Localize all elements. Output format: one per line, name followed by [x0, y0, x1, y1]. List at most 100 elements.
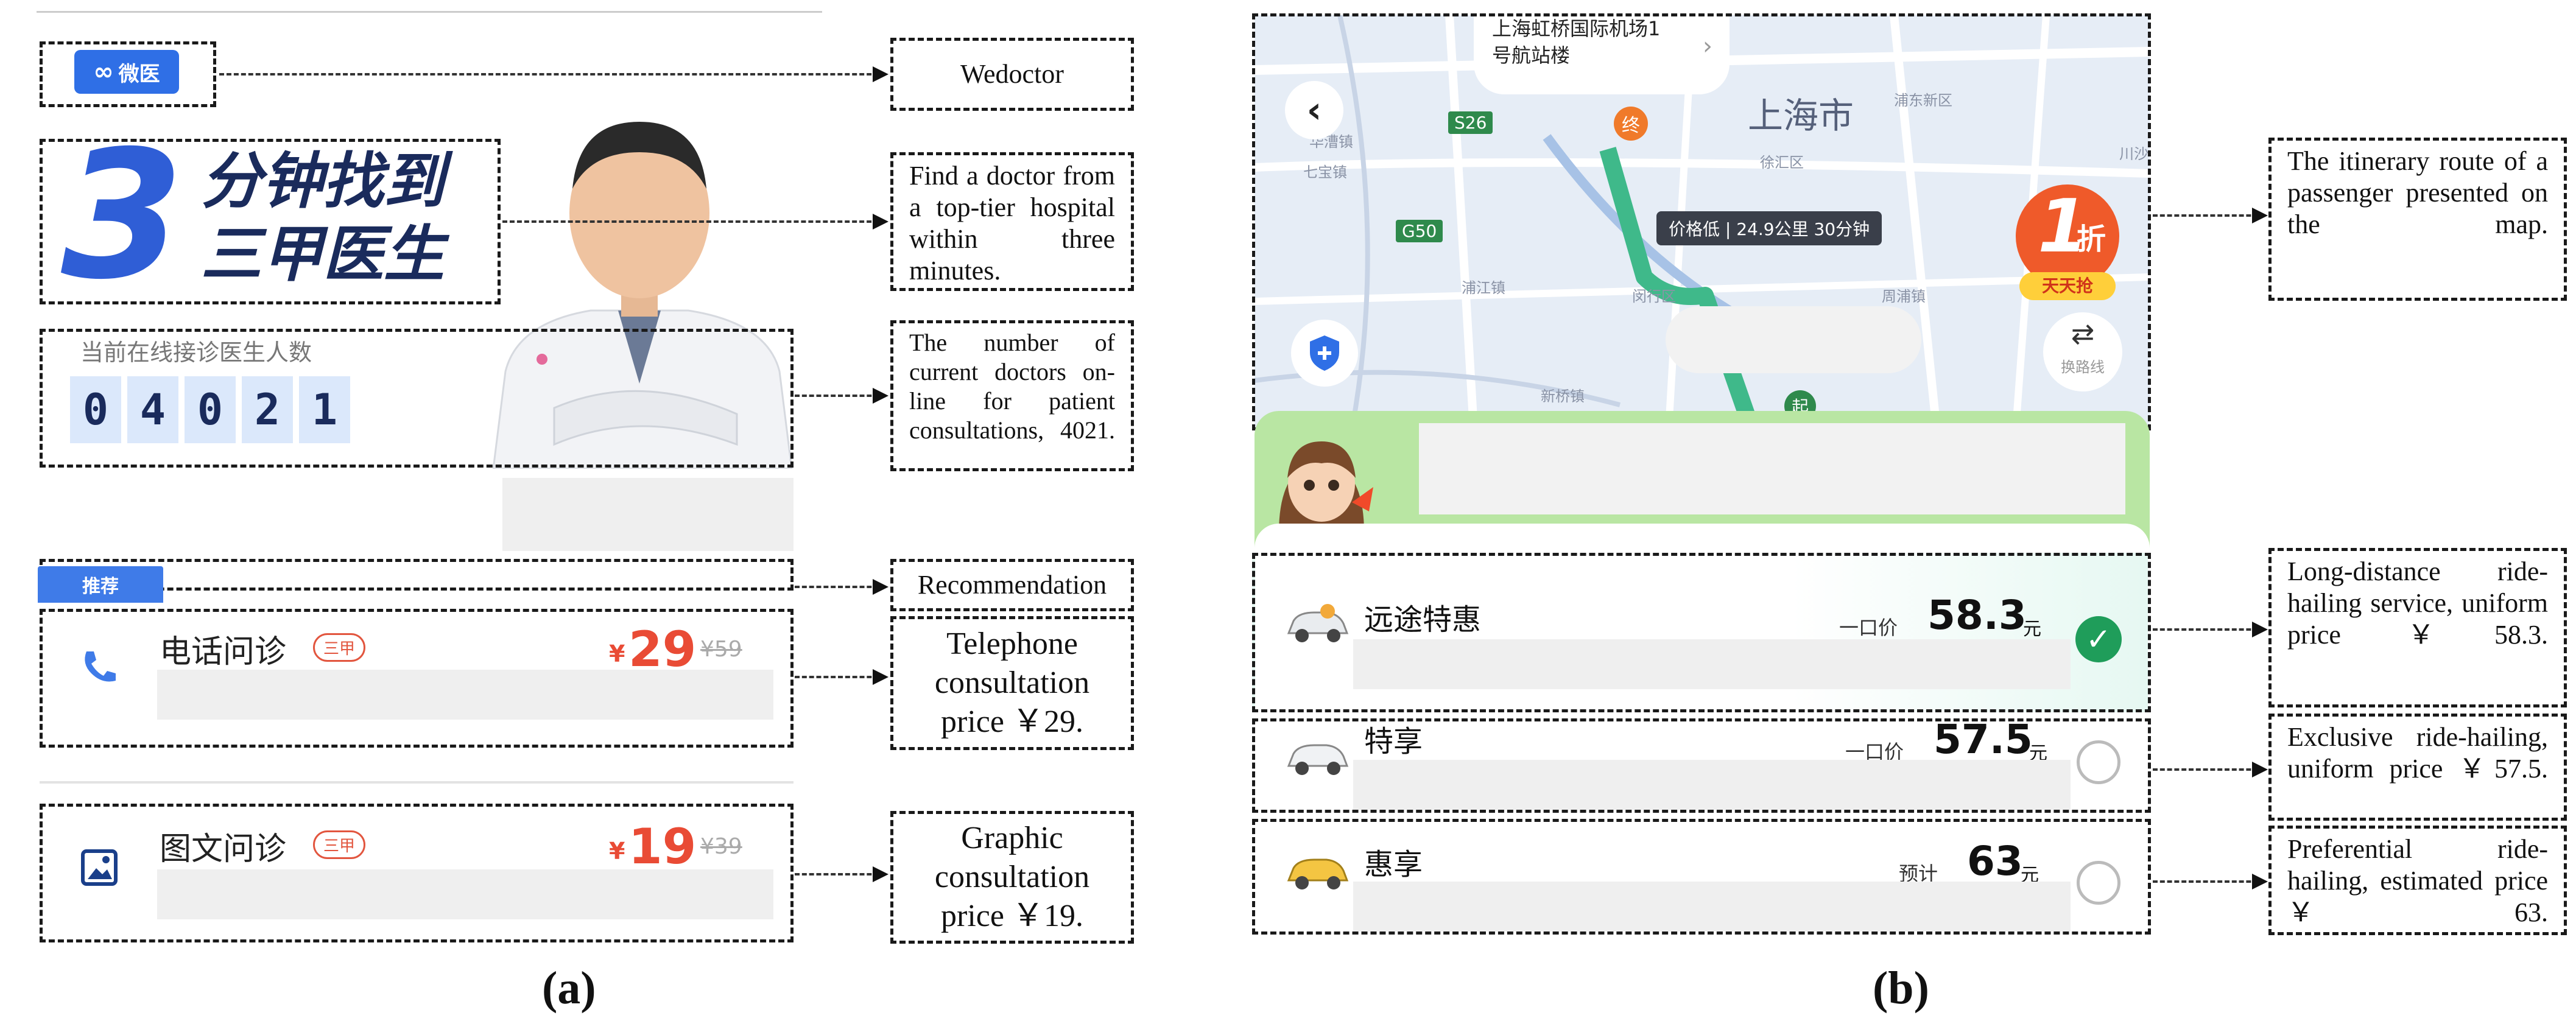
ride-price: 57.5	[1934, 716, 2033, 763]
route-info-label: 价格低 | 24.9公里 30分钟	[1656, 211, 1882, 245]
check-icon: ✓	[2086, 622, 2111, 657]
online-digit: 2	[242, 376, 293, 443]
unselected-radio[interactable]	[2077, 740, 2120, 784]
arrow	[795, 388, 889, 404]
chevron-right-icon: ›	[1703, 32, 1712, 60]
promo-banner[interactable]	[1255, 411, 2150, 566]
headline-box	[40, 139, 501, 304]
ride-title: 远途特惠	[1364, 603, 1482, 637]
map-place: 新桥镇	[1541, 388, 1585, 405]
map-place: 浦江镇	[1462, 279, 1505, 296]
logo-text: 微医	[118, 61, 160, 86]
headline-number: 3	[61, 113, 184, 318]
callout-itinerary: The itinerary route of a passenger prese…	[2268, 138, 2567, 301]
origin-card[interactable]: 上海虹桥国际机场1 号航站楼 ›	[1474, 15, 1730, 94]
telephone-title: 电话问诊	[160, 634, 287, 670]
map-place: 徐汇区	[1760, 154, 1804, 171]
ride-option-exclusive[interactable]	[1252, 718, 2151, 813]
map-place: 七宝镇	[1303, 164, 1347, 181]
callout-long-distance: Long-distance ride-hailing service, unif…	[2268, 548, 2567, 707]
panel-a: ∞ 微医 3 分钟找到 三甲医生 当前在线接诊医生人数 0 4 0 2 1 推荐…	[0, 0, 1157, 1035]
graphic-service-card[interactable]	[40, 804, 794, 942]
route-map[interactable]: S26 G50 上海市 浦东新区 徐汇区 浦江镇 闵行区 新桥镇 周浦镇 川沙 …	[1255, 15, 2150, 429]
map-road-label: S26	[1448, 111, 1493, 134]
callout-exclusive: Exclusive ride-hailing, uniform price ￥5…	[2268, 714, 2567, 821]
redacted-block	[1419, 423, 2125, 514]
headline-line1: 分钟找到	[201, 146, 445, 217]
arrow	[795, 866, 889, 882]
callout-graphic: Graphic consultation price ￥19.	[890, 811, 1134, 944]
graphic-currency: ¥	[609, 838, 625, 865]
callout-preferential: Preferential ride-hailing, estimated pri…	[2268, 826, 2567, 935]
redacted-block	[1353, 882, 2071, 931]
redacted-block	[157, 869, 773, 919]
discount-unit: 折	[2077, 222, 2106, 256]
online-digit: 0	[70, 376, 121, 443]
map-box	[1252, 13, 2151, 430]
ride-price-unit: 元	[2023, 619, 2041, 640]
safety-button[interactable]	[1291, 320, 1358, 387]
telephone-old-price: ¥59	[700, 637, 742, 662]
shield-icon	[1310, 335, 1339, 371]
route-icon: ⇄	[2071, 317, 2095, 350]
arrow	[795, 579, 889, 595]
online-label: 当前在线接诊医生人数	[80, 339, 312, 366]
ride-title: 惠享	[1364, 847, 1423, 882]
callout-telephone: Telephone consultation price ￥29.	[890, 616, 1134, 750]
online-digits: 0 4 0 2 1	[70, 376, 350, 443]
telephone-badge: 三甲	[313, 633, 366, 662]
telephone-service-card[interactable]	[40, 609, 794, 748]
wedoctor-logo-box	[40, 41, 216, 107]
unselected-radio[interactable]	[2077, 861, 2120, 905]
phone-icon	[78, 645, 121, 688]
back-button[interactable]: ‹	[1285, 81, 1343, 139]
recommend-tag[interactable]: 推荐	[38, 566, 163, 603]
ride-price: 58.3	[1927, 592, 2027, 639]
callout-find-doctor: Find a doctor from a top-tier hospital w…	[890, 152, 1134, 291]
arrow	[2153, 208, 2268, 223]
online-digit: 0	[185, 376, 236, 443]
graphic-price: 19	[628, 818, 697, 875]
discount-label: 天天抢	[2019, 272, 2116, 300]
arrow	[795, 669, 889, 685]
redacted-block	[502, 478, 794, 551]
discount-badge[interactable]: 1 折 天天抢	[2016, 184, 2119, 300]
ride-price: 63	[1967, 838, 2023, 885]
wedoctor-logo[interactable]: ∞ 微医	[74, 50, 179, 94]
change-route-button[interactable]: ⇄ 换路线	[2043, 312, 2122, 391]
ride-price-type: 预计	[1899, 862, 1938, 885]
callout-wedoctor: Wedoctor	[890, 38, 1134, 111]
map-place: 闵行区	[1632, 288, 1676, 305]
redacted-block	[157, 670, 773, 720]
infinity-icon: ∞	[93, 58, 114, 86]
arrow	[219, 66, 889, 82]
car-icon	[1284, 735, 1351, 778]
online-digit: 1	[299, 376, 350, 443]
image-icon	[80, 849, 118, 886]
selected-checkbox[interactable]: ✓	[2075, 616, 2122, 662]
ride-price-type: 一口价	[1839, 616, 1898, 639]
redacted-block	[1666, 306, 1921, 373]
change-route-label: 换路线	[2061, 359, 2105, 376]
map-road-label: G50	[1396, 220, 1443, 242]
origin-line2: 号航站楼	[1492, 44, 1571, 67]
graphic-badge: 三甲	[313, 830, 366, 859]
online-count-box	[40, 329, 794, 468]
map-city-label: 上海市	[1748, 95, 1854, 136]
panel-a-label: (a)	[542, 963, 596, 1014]
panel-b-label: (b)	[1873, 963, 1929, 1014]
headline-line2: 三甲医生	[201, 219, 445, 290]
callout-online-count: The number of current doctors on-line fo…	[890, 320, 1134, 471]
redacted-block	[1353, 760, 2071, 810]
graphic-title: 图文问诊	[160, 831, 287, 868]
card-divider	[40, 781, 794, 784]
redacted-block	[1353, 639, 2071, 689]
car-icon	[1284, 603, 1351, 645]
map-place: 周浦镇	[1882, 288, 1926, 305]
telephone-currency: ¥	[609, 640, 625, 667]
ride-option-preferential[interactable]	[1252, 819, 2151, 935]
discount-number: 1	[2038, 184, 2089, 269]
doctor-photo	[481, 67, 798, 469]
online-digit: 4	[127, 376, 178, 443]
arrow	[2153, 622, 2268, 637]
